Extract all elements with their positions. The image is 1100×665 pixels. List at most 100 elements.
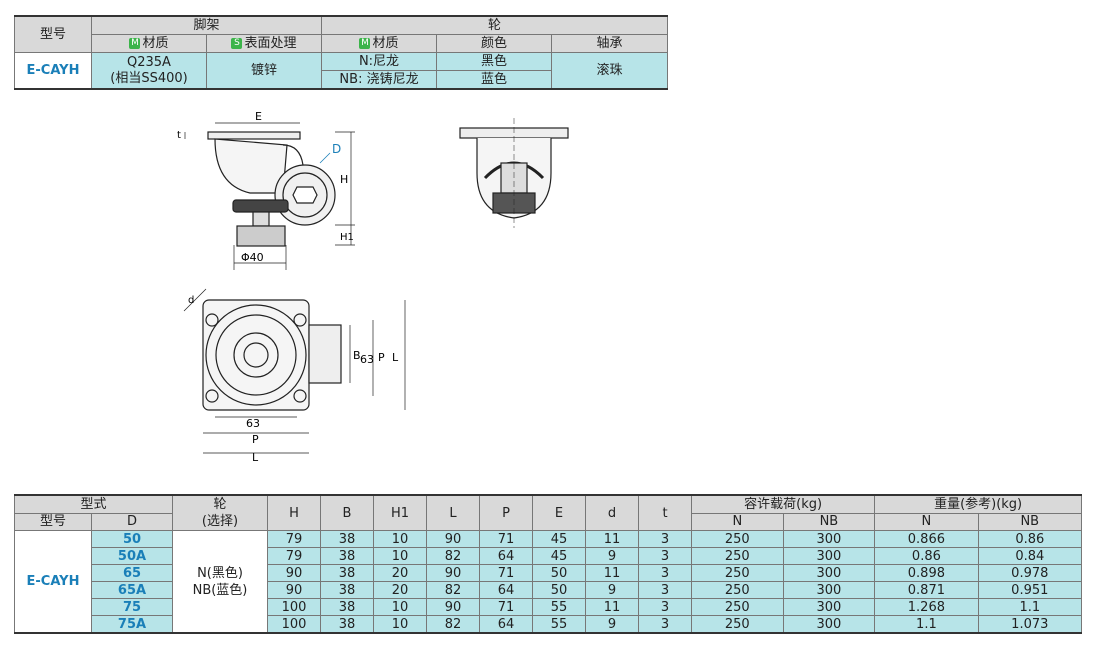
label-phi40: Φ40 (241, 251, 264, 264)
cell-h1: 10 (373, 615, 427, 634)
cell-loadnb: 300 (782, 547, 876, 565)
wheel-header: 轮(选择) (172, 494, 268, 531)
cell-h1: 10 (373, 547, 427, 565)
cell-d: 11 (585, 598, 639, 616)
cell-wnb: 0.978 (977, 564, 1083, 582)
wheel-option-n: N(黑色) (197, 565, 243, 581)
col-d-header: d (585, 494, 639, 531)
cell-t: 3 (638, 598, 692, 616)
d-cell: 65 (91, 564, 173, 582)
cell-p: 64 (479, 615, 533, 634)
weight-n-header: N (874, 512, 979, 531)
col-h1-header: H1 (373, 494, 427, 531)
frame-material-cell: Q235A(相当SS400) (91, 52, 207, 90)
load-n-header: N (691, 512, 784, 531)
cell-h: 90 (267, 581, 321, 599)
d-cell: 50A (91, 547, 173, 565)
cell-h: 79 (267, 530, 321, 548)
cell-p: 71 (479, 564, 533, 582)
model-cell: E-CAYH (14, 530, 92, 634)
col-e-header: E (532, 494, 586, 531)
cell-b: 38 (320, 598, 374, 616)
cell-h1: 20 (373, 581, 427, 599)
d-cell: 75A (91, 615, 173, 634)
col-h-header: H (267, 494, 321, 531)
col-l-header: L (426, 494, 480, 531)
cell-p: 64 (479, 581, 533, 599)
cell-t: 3 (638, 547, 692, 565)
cell-wnb: 0.951 (977, 581, 1083, 599)
cell-l: 82 (426, 615, 480, 634)
color-nb: 蓝色 (436, 70, 552, 90)
wheel-option-cell: N(黑色)NB(蓝色) (172, 530, 268, 634)
weight-header: 重量(参考)(kg) (874, 494, 1082, 514)
cell-h: 100 (267, 615, 321, 634)
bearing-cell: 滚珠 (551, 52, 668, 90)
top-view-drawing: d B 63 P L 63 P L (183, 288, 406, 464)
cell-h1: 20 (373, 564, 427, 582)
cell-loadnb: 300 (782, 615, 876, 634)
label-e: E (255, 110, 262, 123)
cell-loadnb: 300 (782, 564, 876, 582)
label-h1: H1 (340, 232, 354, 243)
surface-cell: 镀锌 (206, 52, 322, 90)
cell-wn: 0.898 (874, 564, 979, 582)
cell-e: 55 (532, 615, 586, 634)
col-p-header: P (479, 494, 533, 531)
cell-b: 38 (320, 581, 374, 599)
col-b-header: B (320, 494, 374, 531)
label-63-horizontal: 63 (246, 417, 260, 430)
side-view-drawing: E D H H1 t Φ40 (177, 110, 355, 270)
cell-wn: 0.871 (874, 581, 979, 599)
cell-p: 64 (479, 547, 533, 565)
label-d-small: d (188, 295, 194, 306)
load-header: 容许载荷(kg) (690, 494, 876, 514)
label-d: D (332, 142, 341, 156)
d-cell: 75 (91, 598, 173, 616)
cell-l: 90 (426, 530, 480, 548)
cell-b: 38 (320, 564, 374, 582)
cell-loadn: 250 (691, 598, 784, 616)
cell-p: 71 (479, 530, 533, 548)
cell-h: 100 (267, 598, 321, 616)
cell-e: 45 (532, 530, 586, 548)
cell-b: 38 (320, 615, 374, 634)
cell-b: 38 (320, 530, 374, 548)
wheel-material-nb: NB: 浇铸尼龙 (321, 70, 437, 90)
cell-b: 38 (320, 547, 374, 565)
color-header: 颜色 (436, 34, 552, 53)
cell-e: 50 (532, 581, 586, 599)
cell-loadn: 250 (691, 615, 784, 634)
cell-e: 45 (532, 547, 586, 565)
model-header: 型号 (14, 15, 92, 53)
cell-l: 82 (426, 547, 480, 565)
cell-d: 9 (585, 547, 639, 565)
cell-t: 3 (638, 564, 692, 582)
cell-h: 79 (267, 547, 321, 565)
wheel-header: 轮 (321, 15, 668, 35)
cell-wn: 1.1 (874, 615, 979, 634)
d-header: D (91, 512, 173, 531)
cell-wnb: 1.073 (977, 615, 1083, 634)
dimension-table: 型式 轮(选择) H B H1 L P E d t 容许载荷(kg) 重量(参考… (14, 494, 1083, 634)
material-badge-icon: M (359, 38, 371, 49)
cell-loadnb: 300 (782, 530, 876, 548)
cell-l: 90 (426, 598, 480, 616)
cell-wn: 1.268 (874, 598, 979, 616)
cell-loadn: 250 (691, 547, 784, 565)
cell-loadn: 250 (691, 564, 784, 582)
col-t-header: t (638, 494, 692, 531)
material-badge-icon: M (129, 38, 141, 49)
model-cell: E-CAYH (14, 52, 92, 90)
cell-t: 3 (638, 530, 692, 548)
wheel-option-nb: NB(蓝色) (192, 582, 248, 598)
model-header: 型号 (14, 512, 92, 531)
